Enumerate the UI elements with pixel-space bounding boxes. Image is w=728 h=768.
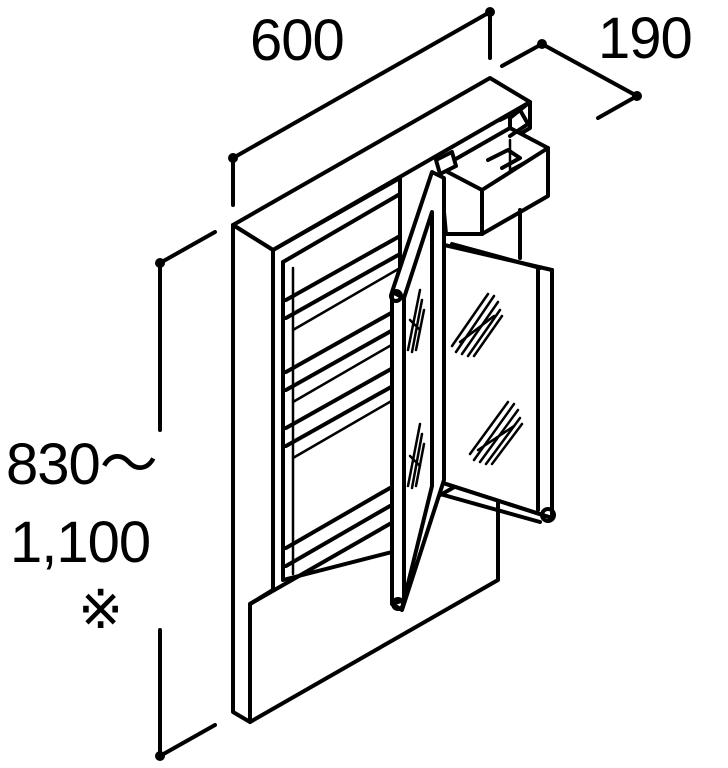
height-max-label: 1,100	[10, 510, 150, 575]
door-reflection-lower	[406, 422, 426, 490]
height-dimension: 830～ 1,100 ※	[6, 230, 217, 761]
shelf-1	[284, 234, 402, 332]
cabinet-body	[231, 76, 532, 724]
door-reflection-upper	[406, 288, 426, 354]
depth-dimension: 190	[500, 6, 693, 120]
shelf-4	[284, 486, 392, 568]
note-mark: ※	[78, 580, 122, 640]
right-mirror-door	[438, 208, 556, 524]
shelf-3	[284, 362, 402, 460]
shelf-2	[284, 306, 402, 404]
depth-label: 190	[598, 6, 692, 71]
reflection-mark-lower	[468, 400, 524, 466]
reflection-mark-upper	[450, 292, 504, 358]
width-label: 600	[250, 8, 344, 73]
cabinet-interior	[281, 192, 402, 582]
height-range-label: 830～	[6, 432, 157, 497]
width-dimension: 600	[228, 7, 495, 207]
left-mirror-door	[389, 170, 446, 612]
